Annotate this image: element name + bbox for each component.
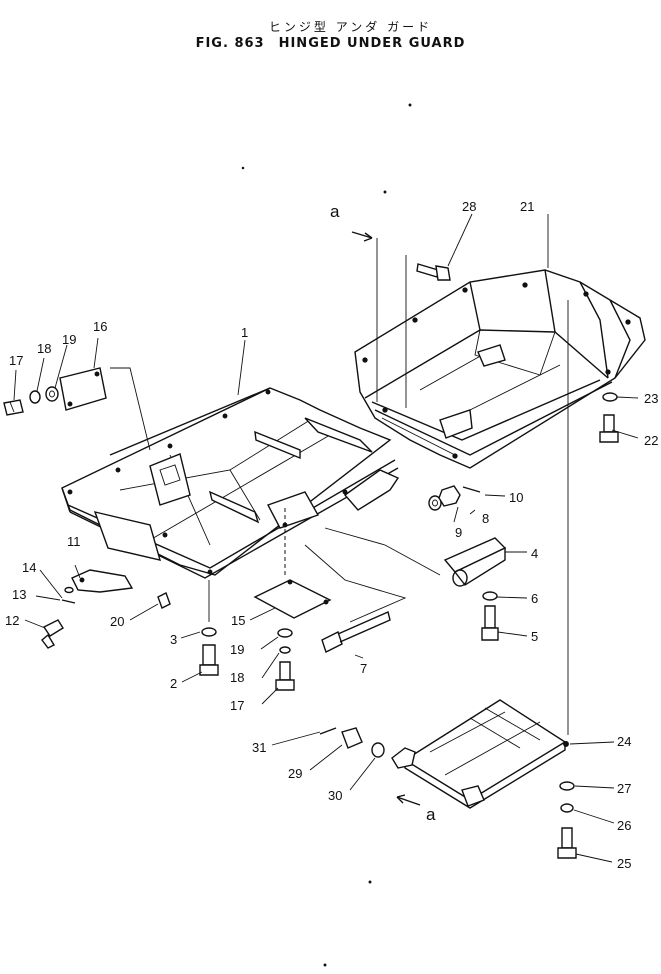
figure-name: HINGED UNDER GUARD — [278, 36, 466, 51]
callout-29: 29 — [288, 766, 302, 781]
callout-16: 16 — [93, 319, 107, 334]
fasteners-center — [199, 580, 295, 691]
callout-31: 31 — [252, 740, 266, 755]
callout-1: 1 — [241, 325, 248, 340]
callout-21: 21 — [520, 199, 534, 214]
nut-washer-8-9-10 — [428, 485, 481, 511]
callout-14: 14 — [22, 560, 36, 575]
nut-washer-29-30-31 — [319, 727, 385, 758]
reference-mark-a-bottom: a — [426, 805, 436, 824]
callout-20: 20 — [110, 614, 124, 629]
callout-18-center: 18 — [230, 670, 244, 685]
callout-27: 27 — [617, 781, 631, 796]
callout-12: 12 — [5, 613, 19, 628]
callout-13: 13 — [12, 587, 26, 602]
callout-18-left: 18 — [37, 341, 51, 356]
callout-8: 8 — [482, 511, 489, 526]
callout-19-center: 19 — [230, 642, 244, 657]
callout-26: 26 — [617, 818, 631, 833]
callout-15: 15 — [231, 613, 245, 628]
leader-lines — [13, 213, 639, 863]
lower-plate-24 — [391, 699, 569, 809]
callout-19-left: 19 — [62, 332, 76, 347]
reference-lines — [351, 231, 569, 806]
fasteners-right-lower — [557, 781, 577, 859]
callout-25: 25 — [617, 856, 631, 871]
figure-number: FIG. 863 — [195, 36, 265, 51]
bracket-11-assembly — [41, 569, 171, 649]
fasteners-right-upper — [599, 392, 619, 443]
callout-22: 22 — [644, 433, 658, 448]
callout-5: 5 — [531, 629, 538, 644]
callout-3: 3 — [170, 632, 177, 647]
callout-23: 23 — [644, 391, 658, 406]
callout-9: 9 — [455, 525, 462, 540]
callout-24: 24 — [617, 734, 631, 749]
title-japanese: ヒンジ型 アンダ ガード — [268, 20, 433, 34]
hinge-4-assembly — [324, 527, 507, 641]
callout-11: 11 — [67, 534, 81, 549]
main-guard-part-1 — [61, 387, 400, 579]
callout-28: 28 — [462, 199, 476, 214]
title-block: FIG. 863 HINGED UNDER GUARD — [0, 36, 661, 51]
inspection-plate-15 — [253, 508, 332, 619]
bolt-28 — [416, 263, 451, 281]
long-bolt-7 — [304, 544, 407, 653]
callout-6: 6 — [531, 591, 538, 606]
callout-17-center: 17 — [230, 698, 244, 713]
callout-7: 7 — [360, 661, 367, 676]
reference-mark-a-top: a — [330, 202, 340, 221]
scan-specks — [241, 103, 412, 967]
callout-4: 4 — [531, 546, 538, 561]
cover-plate-16 — [59, 367, 151, 451]
callout-labels: 1 2 3 4 5 6 7 8 9 10 11 12 13 14 15 16 1… — [5, 199, 658, 871]
upper-guard-part-21 — [354, 269, 646, 469]
fasteners-left — [3, 386, 59, 416]
callout-17-left: 17 — [9, 353, 23, 368]
callout-10: 10 — [509, 490, 523, 505]
callout-2: 2 — [170, 676, 177, 691]
callout-30: 30 — [328, 788, 342, 803]
